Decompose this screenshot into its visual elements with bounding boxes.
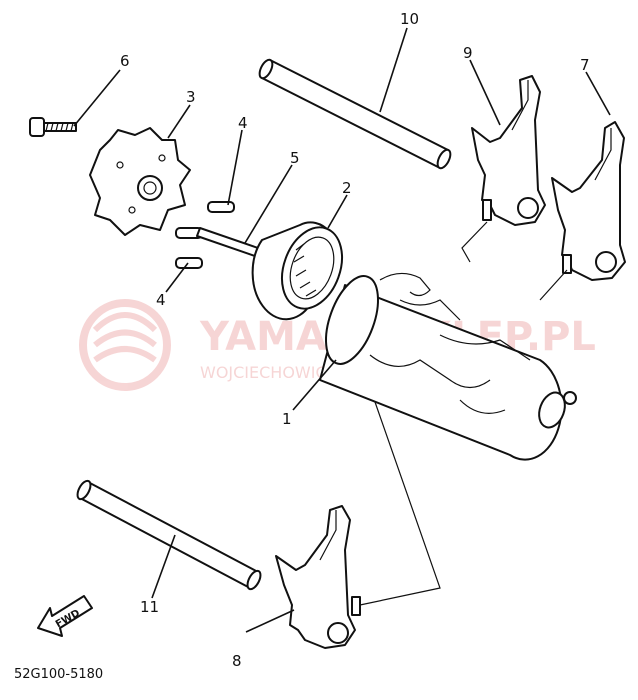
callout-7: 7 bbox=[580, 56, 590, 74]
callout-4-upper: 4 bbox=[238, 114, 248, 132]
callout-9: 9 bbox=[463, 44, 473, 62]
callout-3: 3 bbox=[186, 88, 196, 106]
part-bearing bbox=[251, 221, 343, 321]
callout-10: 10 bbox=[400, 10, 419, 28]
part-fork-upper bbox=[471, 75, 546, 226]
part-dowel-pins bbox=[175, 201, 235, 269]
callout-labels: 1 2 3 4 4 5 6 7 8 9 10 11 bbox=[120, 10, 590, 670]
callout-2: 2 bbox=[342, 179, 352, 197]
part-fork-lower bbox=[275, 505, 361, 649]
watermark-logo-icon bbox=[79, 299, 171, 391]
part-upper-shaft bbox=[258, 58, 452, 170]
part-shift-drum bbox=[319, 272, 577, 461]
part-pin bbox=[196, 227, 259, 257]
diagram-code: 52G100-5180 bbox=[14, 667, 103, 682]
leader-lines bbox=[73, 27, 611, 633]
callout-4-lower: 4 bbox=[156, 291, 166, 309]
callout-11: 11 bbox=[140, 598, 159, 616]
callout-1: 1 bbox=[282, 410, 292, 428]
part-segment-star bbox=[89, 127, 191, 236]
callout-8: 8 bbox=[232, 652, 242, 670]
connector-lines bbox=[359, 221, 568, 606]
callout-6: 6 bbox=[120, 52, 130, 70]
callout-5: 5 bbox=[290, 149, 300, 167]
part-bolt bbox=[29, 117, 77, 137]
part-fork-right bbox=[551, 121, 626, 281]
part-lower-shaft bbox=[76, 479, 262, 591]
fwd-arrow-icon: FWD bbox=[37, 595, 93, 637]
